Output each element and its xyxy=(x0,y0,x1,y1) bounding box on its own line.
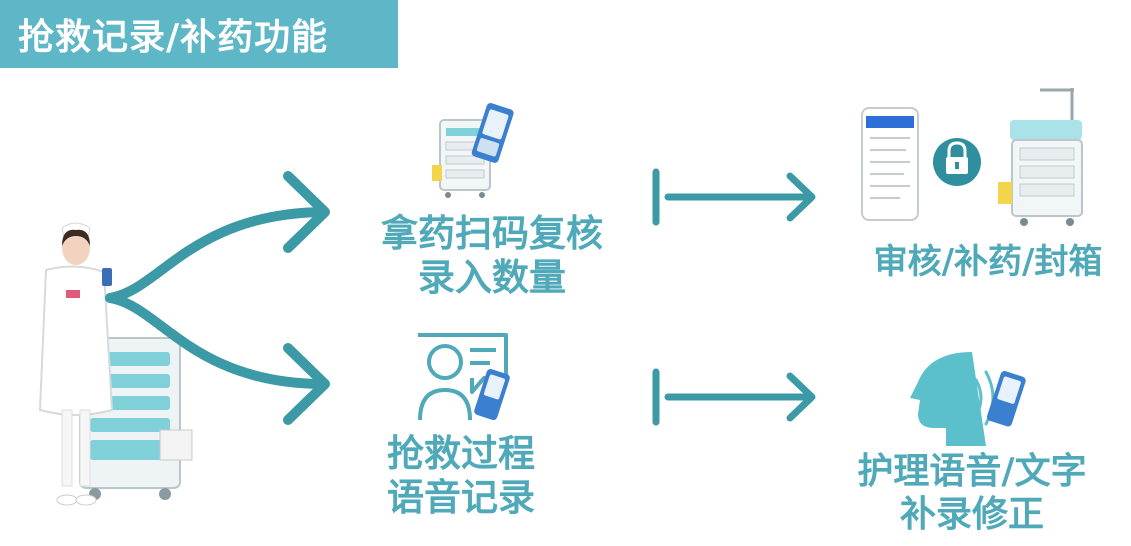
audit-refill-seal-label: 审核/补药/封箱 xyxy=(850,242,1126,283)
sealed-cart-icon xyxy=(998,88,1083,226)
scan-review-label: 拿药扫码复核 录入数量 xyxy=(358,212,626,301)
voice-record-label: 抢救过程 语音记录 xyxy=(366,432,556,521)
arrowhead-voice xyxy=(283,343,330,425)
correction-scanner-icon xyxy=(986,371,1026,427)
arrow-to-voice xyxy=(105,293,325,389)
audit-refill-seal-line1: 审核/补药/封箱 xyxy=(873,242,1103,282)
speaking-head-icon xyxy=(910,352,995,446)
nursing-correction-line1: 护理语音/文字 xyxy=(857,451,1087,492)
title-banner: 抢救记录/补药功能 xyxy=(0,0,398,68)
handheld-scanner-icon xyxy=(471,103,514,163)
medicine-cart-icon xyxy=(432,119,491,198)
voice-record-line2: 语音记录 xyxy=(387,476,535,520)
smartphone-app-icon xyxy=(861,107,919,221)
nursing-correction-line2: 补录修正 xyxy=(899,494,1044,536)
arrowhead-bottom xyxy=(786,372,816,422)
arrowhead-scan xyxy=(283,171,330,253)
lock-icon xyxy=(933,138,981,186)
nurse-figure xyxy=(38,222,193,506)
scan-review-line1: 拿药扫码复核 xyxy=(381,212,603,255)
voice-record-line1: 抢救过程 xyxy=(387,432,535,475)
arrowhead-top xyxy=(786,172,816,222)
page-title: 抢救记录/补药功能 xyxy=(18,17,329,58)
arrow-to-scan xyxy=(105,207,325,303)
scan-review-line2: 录入数量 xyxy=(418,256,566,300)
nursing-correction-label: 护理语音/文字 补录修正 xyxy=(822,450,1122,536)
right-arrows xyxy=(652,168,816,426)
voice-scanner-icon xyxy=(474,369,510,421)
branch-arrows xyxy=(105,171,330,425)
